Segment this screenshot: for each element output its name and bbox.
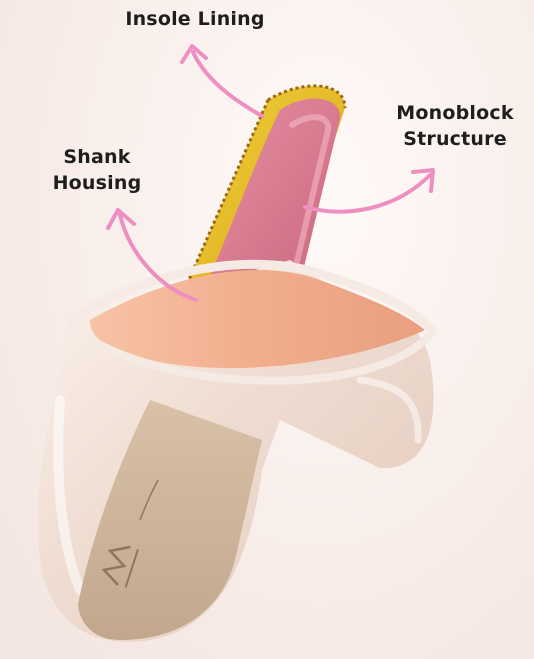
label-monoblock-line-2: Structure xyxy=(380,126,530,152)
arrow-insole-lining xyxy=(193,52,262,116)
label-monoblock-structure: Monoblock Structure xyxy=(380,100,530,152)
label-shank-housing: Shank Housing xyxy=(32,144,162,196)
label-insole-lining-line-1: Insole Lining xyxy=(110,6,280,32)
label-shank-line-1: Shank xyxy=(32,144,162,170)
label-insole-lining: Insole Lining xyxy=(110,6,280,32)
label-shank-line-2: Housing xyxy=(32,170,162,196)
label-monoblock-line-1: Monoblock xyxy=(380,100,530,126)
